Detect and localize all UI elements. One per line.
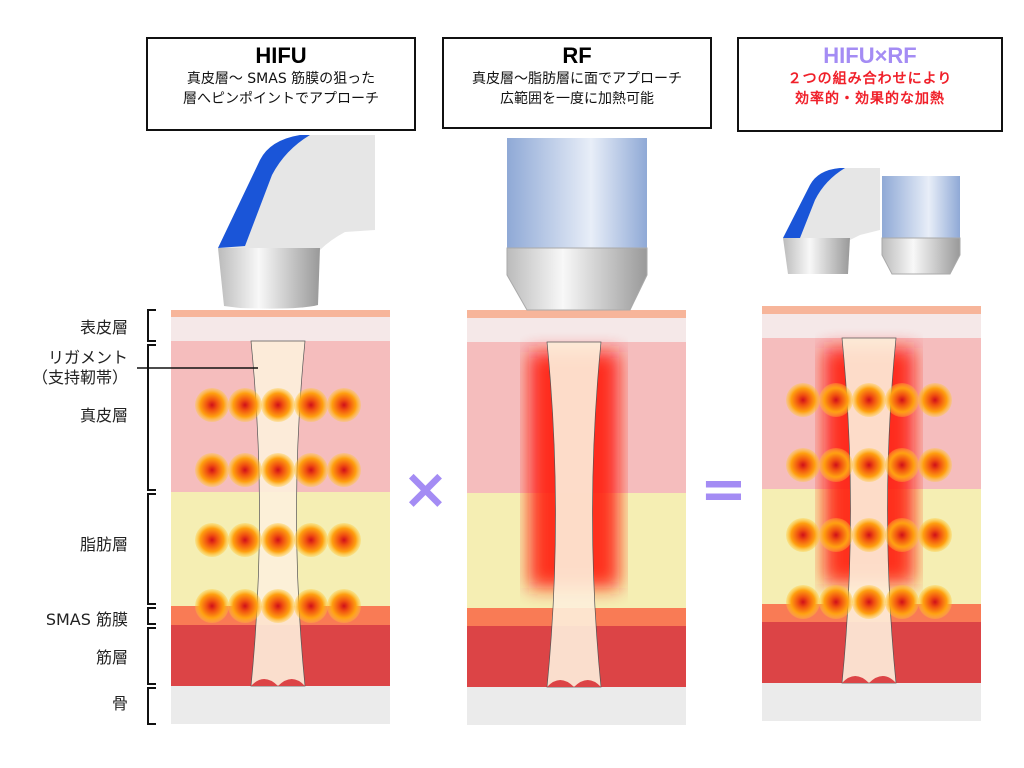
- hifu-focal-point: [786, 518, 820, 552]
- rf-desc-1: 真皮層～脂肪層に面でアプローチ: [472, 71, 682, 87]
- hifu-focal-point: [852, 448, 886, 482]
- hifu-focal-point: [885, 585, 919, 619]
- label-smas: SMAS 筋膜: [45, 610, 128, 629]
- layer-epidermis: [171, 310, 390, 317]
- hifu-focal-point: [261, 453, 295, 487]
- hifu-focal-point: [819, 518, 853, 552]
- hifu-desc-1: 真皮層～ SMAS 筋膜の狙った: [186, 71, 376, 87]
- hifu-probe-icon: [218, 135, 375, 309]
- ligament-base: [251, 679, 305, 686]
- layer-bone: [467, 687, 686, 725]
- hifu-focal-point: [228, 589, 262, 623]
- ligament-base: [842, 676, 896, 683]
- hifu-focal-point: [885, 518, 919, 552]
- hifu-focal-point: [918, 585, 952, 619]
- hifu-focal-point: [327, 453, 361, 487]
- hifu-focal-point: [852, 383, 886, 417]
- combo-title: HIFU×RF: [823, 43, 917, 68]
- equals-symbol: =: [700, 457, 747, 522]
- combo-probe-icon: [783, 168, 961, 275]
- hifu-focal-point: [819, 448, 853, 482]
- layer-epidermis: [762, 306, 981, 314]
- label-ligament: リガメント: [47, 348, 128, 367]
- hifu-focal-point: [228, 453, 262, 487]
- hifu-focal-point: [195, 589, 229, 623]
- label-ligament-sub: （支持靭帯）: [31, 368, 128, 387]
- hifu-focal-point: [885, 383, 919, 417]
- hifu-focal-point: [294, 523, 328, 557]
- hifu-focal-point: [327, 523, 361, 557]
- hifu-focal-point: [228, 523, 262, 557]
- layer-bracket: [147, 607, 156, 625]
- hifu-focal-point: [918, 448, 952, 482]
- ligament-base: [547, 680, 601, 687]
- hifu-focal-point: [327, 589, 361, 623]
- hifu-focal-point: [885, 448, 919, 482]
- hifu-focal-point: [228, 388, 262, 422]
- hifu-focal-point: [852, 585, 886, 619]
- layer-epidermis_inner: [762, 314, 981, 338]
- combo-desc-1: ２つの組み合わせにより: [787, 71, 953, 87]
- layer-epidermis: [467, 310, 686, 318]
- hifu-focal-point: [786, 448, 820, 482]
- hifu-focal-point: [261, 388, 295, 422]
- hifu-focal-point: [786, 383, 820, 417]
- hifu-focal-point: [294, 589, 328, 623]
- label-dermis: 真皮層: [79, 406, 128, 425]
- label-bone: 骨: [111, 694, 128, 713]
- rf-box: RF 真皮層～脂肪層に面でアプローチ 広範囲を一度に加熱可能: [442, 37, 712, 129]
- hifu-focal-point: [195, 523, 229, 557]
- layer-epidermis_inner: [171, 317, 390, 341]
- layer-bracket: [147, 344, 156, 491]
- layer-bracket: [147, 493, 156, 605]
- label-epidermis: 表皮層: [79, 318, 128, 337]
- layer-bracket: [147, 627, 156, 685]
- hifu-focal-point: [852, 518, 886, 552]
- rf-probe-icon: [506, 138, 648, 311]
- hifu-focal-point: [195, 388, 229, 422]
- hifu-focal-point: [786, 585, 820, 619]
- hifu-focal-point: [918, 518, 952, 552]
- hifu-title: HIFU: [255, 43, 307, 68]
- label-fat: 脂肪層: [79, 535, 128, 554]
- hifu-focal-point: [918, 383, 952, 417]
- times-symbol: ×: [402, 457, 449, 522]
- hifu-focal-point: [819, 383, 853, 417]
- hifu-focal-point: [819, 585, 853, 619]
- hifu-box: HIFU 真皮層～ SMAS 筋膜の狙った 層へピンポイントでアプローチ: [146, 37, 416, 131]
- hifu-focal-point: [261, 523, 295, 557]
- combo-desc-2: 効率的・効果的な加熱: [795, 91, 945, 107]
- hifu-focal-point: [327, 388, 361, 422]
- hifu-focal-point: [261, 589, 295, 623]
- combo-box: HIFU×RF ２つの組み合わせにより 効率的・効果的な加熱: [737, 37, 1003, 132]
- hifu-focal-point: [294, 388, 328, 422]
- hifu-focal-point: [195, 453, 229, 487]
- layer-bracket: [147, 309, 156, 342]
- layer-epidermis_inner: [467, 318, 686, 342]
- hifu-desc-2: 層へピンポイントでアプローチ: [183, 91, 379, 107]
- layer-bone: [762, 683, 981, 721]
- layer-bone: [171, 686, 390, 724]
- layer-bracket: [147, 687, 156, 725]
- rf-title: RF: [562, 43, 592, 68]
- hifu-focal-point: [294, 453, 328, 487]
- rf-desc-2: 広範囲を一度に加熱可能: [500, 91, 654, 107]
- label-muscle: 筋層: [95, 648, 128, 667]
